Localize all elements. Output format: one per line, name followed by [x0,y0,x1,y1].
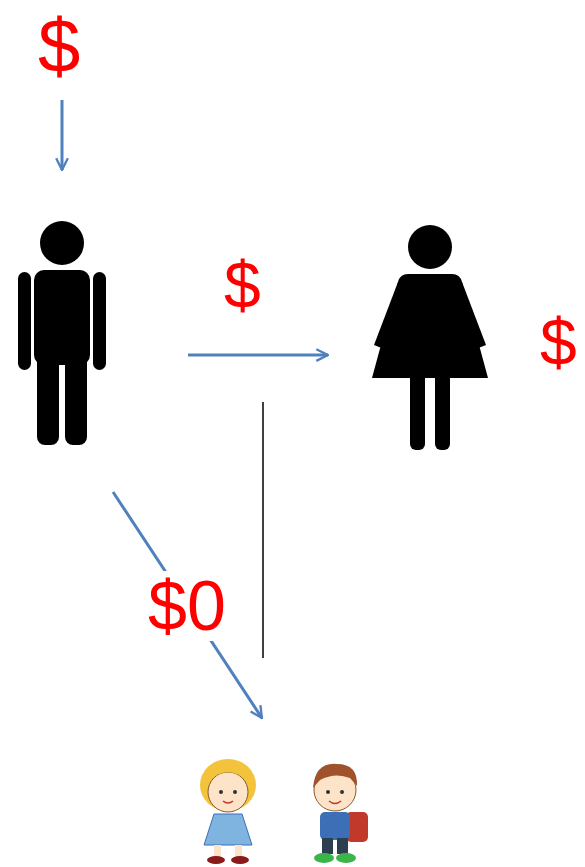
money-flow-arrow [113,492,262,718]
amount-label: $ [222,252,263,318]
man-icon [18,221,106,445]
divider-line [262,402,264,658]
income-arrow [61,100,64,170]
amount-label: $0 [146,571,228,641]
money-symbol: $ [540,309,577,375]
money-flow-arrow [188,353,328,356]
girl-cartoon [200,759,256,864]
woman-icon [372,225,488,450]
man-figure: $ [18,220,188,492]
woman-figure: $ [328,225,585,450]
boy-cartoon [313,764,368,863]
money-symbol: $ [38,8,80,84]
children-figure [190,718,385,867]
